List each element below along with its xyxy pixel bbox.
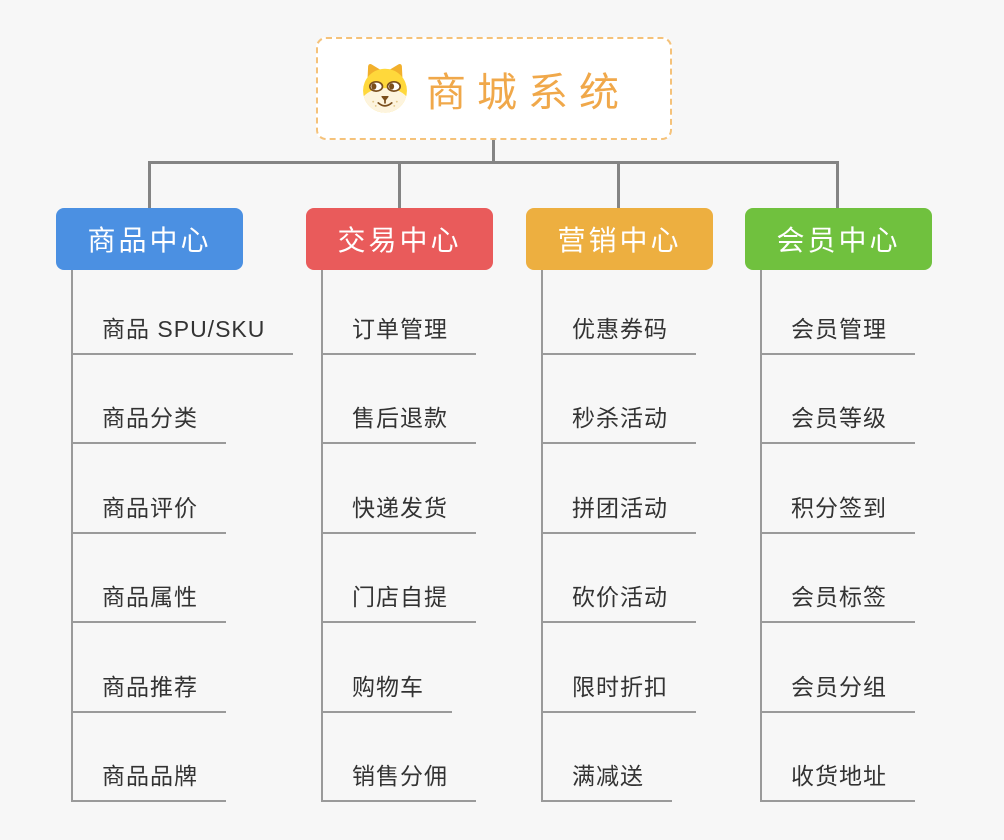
dog-face-icon [363,63,407,113]
leaf-node[interactable]: 拼团活动 [542,493,696,534]
leaf-node[interactable]: 销售分佣 [322,761,476,802]
leaf-node[interactable]: 商品品牌 [72,761,226,802]
branch-node-member-center[interactable]: 会员中心 [745,208,932,270]
branch-marketing-center: 营销中心 优惠券码 秒杀活动 拼团活动 砍价活动 限时折扣 满减送 [526,208,806,840]
connector-drop-3 [617,161,620,210]
leaf-node[interactable]: 会员管理 [761,314,915,355]
leaf-node[interactable]: 门店自提 [322,582,476,623]
leaf-node[interactable]: 售后退款 [322,403,476,444]
branch-trade-center: 交易中心 订单管理 售后退款 快递发货 门店自提 购物车 销售分佣 [306,208,586,840]
leaf-node[interactable]: 秒杀活动 [542,403,696,444]
branch-node-product-center[interactable]: 商品中心 [56,208,243,270]
leaf-node[interactable]: 砍价活动 [542,582,696,623]
leaf-node[interactable]: 商品 SPU/SKU [72,314,294,355]
leaf-node[interactable]: 会员分组 [761,672,915,713]
leaf-node[interactable]: 满减送 [542,761,672,802]
leaf-node[interactable]: 商品评价 [72,493,226,534]
leaf-node[interactable]: 收货地址 [761,761,915,802]
branch-trunk-line [71,270,73,802]
leaf-node[interactable]: 商品属性 [72,582,226,623]
leaf-node[interactable]: 限时折扣 [542,672,696,713]
branch-product-center: 商品中心 商品 SPU/SKU 商品分类 商品评价 商品属性 商品推荐 商品品牌 [56,208,336,840]
connector-drop-1 [148,161,151,210]
branch-trunk-line [760,270,762,802]
branch-trunk-line [541,270,543,802]
leaf-node[interactable]: 会员等级 [761,403,915,444]
leaf-node[interactable]: 积分签到 [761,493,915,534]
leaf-node[interactable]: 购物车 [322,672,452,713]
connector-drop-4 [836,161,839,210]
branch-trunk-line [321,270,323,802]
branch-node-trade-center[interactable]: 交易中心 [306,208,493,270]
connector-root-drop [492,140,495,163]
leaf-node[interactable]: 商品推荐 [72,672,226,713]
leaf-node[interactable]: 商品分类 [72,403,226,444]
root-label: 商城系统 [426,70,630,115]
leaf-node[interactable]: 会员标签 [761,582,915,623]
branch-node-marketing-center[interactable]: 营销中心 [526,208,713,270]
connector-bus [148,161,839,164]
leaf-node[interactable]: 订单管理 [322,314,476,355]
leaf-node[interactable]: 快递发货 [322,493,476,534]
connector-drop-2 [398,161,401,210]
branch-member-center: 会员中心 会员管理 会员等级 积分签到 会员标签 会员分组 收货地址 [745,208,1004,840]
root-node[interactable]: 商城系统 [316,37,672,140]
leaf-node[interactable]: 优惠券码 [542,314,696,355]
